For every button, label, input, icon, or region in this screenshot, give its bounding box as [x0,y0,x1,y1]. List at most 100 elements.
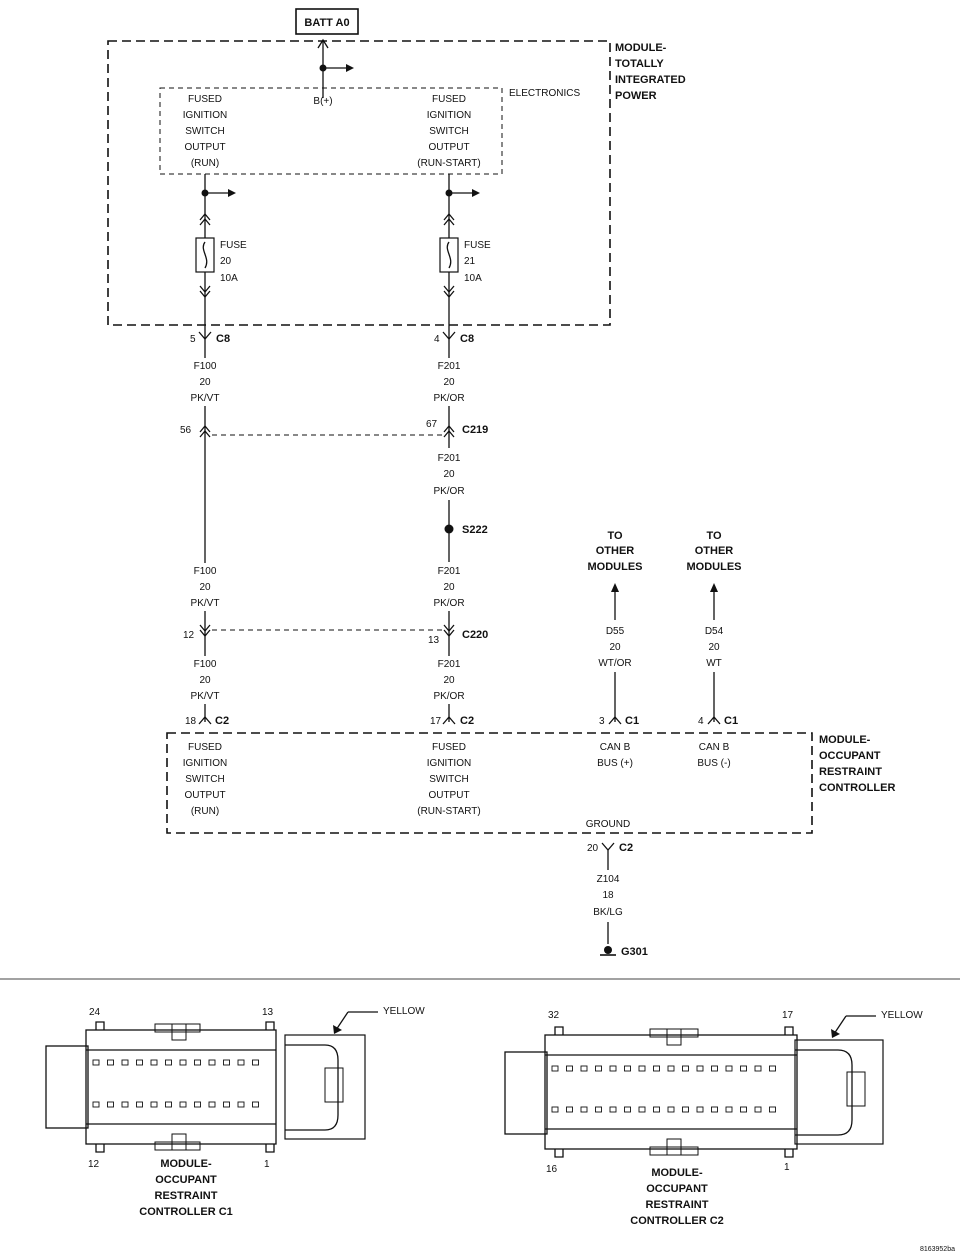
batt-arrow-icon [317,38,329,49]
connector-view-c2: 32 17 16 1 YELLOW MODULE- OCCUPANT RESTR… [504,1010,923,1227]
svg-text:20: 20 [199,377,211,388]
connector-c2-left: 18 C2 [185,715,229,727]
svg-text:F201: F201 [438,566,461,577]
svg-text:BUS (+): BUS (+) [597,758,633,769]
connector-c219: 56 67 C219 [180,419,488,438]
bplus-label: B(+) [313,96,332,107]
pin-cavity [165,1101,172,1108]
svg-text:OCCUPANT: OCCUPANT [155,1174,217,1186]
pin-cavity [624,1106,631,1113]
pin-cavity [696,1065,704,1072]
connector-c1-pin4: 4 C1 [698,715,738,727]
electronics-box [159,87,503,175]
pin-cavity [754,1106,762,1113]
orc-can-b-plus-label: CAN B BUS (+) [597,742,633,769]
svg-text:20: 20 [443,377,455,388]
pin-cavity [150,1101,158,1108]
pin-cavity [92,1059,100,1066]
pin-cavity [580,1106,588,1113]
svg-text:SWITCH: SWITCH [429,126,468,137]
connector-c8-right: 4 C8 [434,331,474,345]
svg-text:PK/VT: PK/VT [191,691,220,702]
svg-text:OUTPUT: OUTPUT [428,142,469,153]
wire-f201-label-4: F201 20 PK/OR [433,659,464,702]
svg-text:F201: F201 [438,361,461,372]
connector-c2-ground: 20 C2 [587,842,633,854]
svg-text:10A: 10A [220,273,238,284]
svg-text:20: 20 [587,843,599,854]
pin-cavity [595,1065,602,1072]
batt-a0-label-box: BATT A0 [295,8,359,35]
svg-text:67: 67 [426,419,438,430]
connector-c1-pin3: 3 C1 [599,715,639,727]
orc-can-b-minus-label: CAN B BUS (-) [697,742,730,769]
pin-cavity [223,1101,230,1108]
pin-cavity [595,1106,602,1113]
svg-text:F201: F201 [438,659,461,670]
svg-text:BUS (-): BUS (-) [697,758,730,769]
orc-ground-label: GROUND [586,819,630,830]
svg-text:1: 1 [784,1162,790,1173]
svg-text:IGNITION: IGNITION [427,110,471,121]
svg-text:S222: S222 [462,524,488,536]
svg-text:MODULES: MODULES [588,561,643,573]
pin-cavity [682,1106,689,1113]
svg-text:56: 56 [180,425,192,436]
svg-text:4: 4 [434,334,440,345]
svg-text:YELLOW: YELLOW [383,1006,425,1017]
pin-cavity [121,1101,129,1108]
orc-input-run-label: FUSED IGNITION SWITCH OUTPUT (RUN) [183,742,227,817]
svg-text:1: 1 [264,1159,270,1170]
svg-text:18: 18 [602,890,614,901]
svg-text:OCCUPANT: OCCUPANT [646,1183,708,1195]
svg-text:C2: C2 [460,715,474,727]
svg-text:POWER: POWER [615,90,657,102]
pin-cavity [653,1106,660,1113]
pin-cavity [179,1101,187,1108]
svg-text:12: 12 [183,630,195,641]
svg-text:20: 20 [443,582,455,593]
svg-text:24: 24 [89,1007,101,1018]
svg-text:C220: C220 [462,629,488,641]
svg-text:C2: C2 [619,842,633,854]
pin-cavity [179,1059,187,1066]
pin-cavity [580,1065,588,1072]
svg-text:OTHER: OTHER [695,545,734,557]
connector-c2-right: 17 C2 [430,715,474,727]
svg-text:FUSED: FUSED [188,742,222,753]
svg-text:TO: TO [706,530,722,542]
svg-text:FUSED: FUSED [432,94,466,105]
pin-cavity [711,1065,718,1072]
pin-cavity [551,1065,559,1072]
svg-text:RESTRAINT: RESTRAINT [819,766,882,778]
pin-cavity [609,1065,617,1072]
svg-text:13: 13 [262,1007,274,1018]
svg-text:C1: C1 [625,715,639,727]
svg-text:C8: C8 [460,333,474,345]
svg-text:RESTRAINT: RESTRAINT [646,1199,709,1211]
svg-text:(RUN-START): (RUN-START) [417,158,481,169]
svg-text:IGNITION: IGNITION [183,110,227,121]
svg-text:INTEGRATED: INTEGRATED [615,74,686,86]
pin-cavity [624,1065,631,1072]
svg-text:IGNITION: IGNITION [183,758,227,769]
svg-text:FUSED: FUSED [188,94,222,105]
svg-text:SWITCH: SWITCH [185,126,224,137]
pin-cavity [653,1065,660,1072]
svg-text:PK/OR: PK/OR [433,486,464,497]
pin-cavity [237,1059,245,1066]
pin-cavity [150,1059,158,1066]
tipm-output-run-label: FUSED IGNITION SWITCH OUTPUT (RUN) [183,94,227,169]
svg-text:20: 20 [199,675,211,686]
wire-f100-label-1: F100 20 PK/VT [191,361,220,404]
svg-text:17: 17 [430,716,442,727]
svg-text:C2: C2 [215,715,229,727]
svg-text:18: 18 [185,716,197,727]
svg-text:(RUN-START): (RUN-START) [417,806,481,817]
svg-text:OUTPUT: OUTPUT [428,790,469,801]
ground-g301: G301 [600,946,648,958]
orc-module-box [166,732,813,834]
svg-text:CONTROLLER: CONTROLLER [819,782,895,794]
svg-text:C8: C8 [216,333,230,345]
connector-view-c1: 24 13 12 1 YELLOW MODULE- OCCUPANT RESTR… [45,1006,425,1218]
